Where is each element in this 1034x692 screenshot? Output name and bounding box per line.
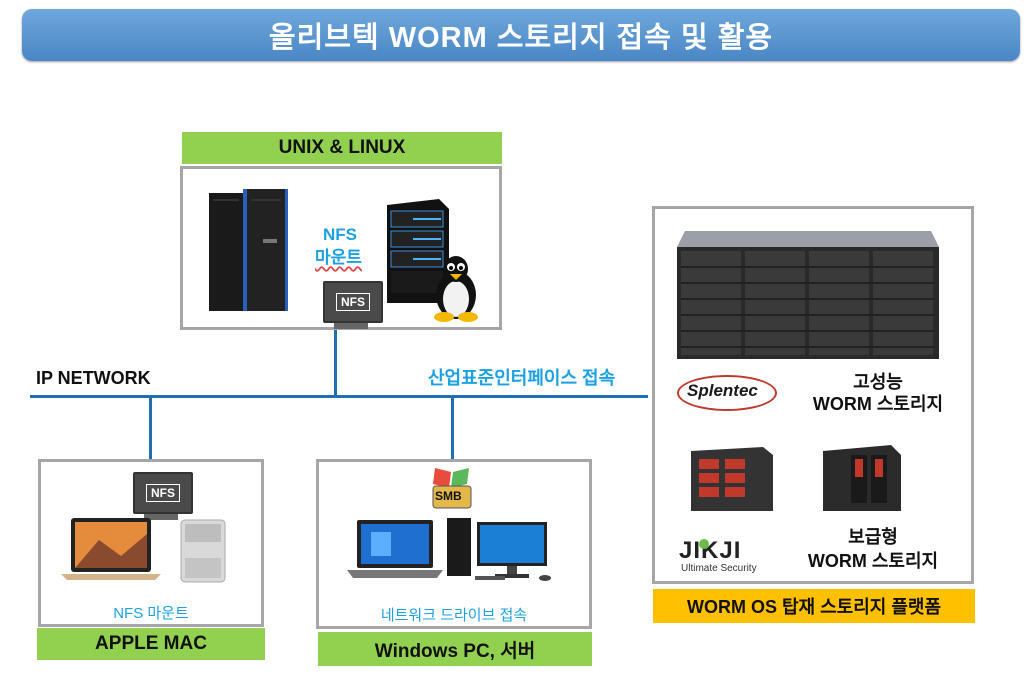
high-performance-line1: 고성능 (853, 372, 903, 392)
mac-connector-line (149, 396, 152, 459)
mac-nfs-monitor-icon: NFS (133, 472, 193, 520)
splentec-logo-icon (677, 375, 777, 411)
high-performance-storage-icon (677, 231, 939, 359)
unix-mount-text: 마운트 (315, 248, 362, 267)
apple-mac-panel: NFS NFS 마운트 (38, 459, 264, 627)
desktop-pc-icon (447, 518, 551, 581)
high-performance-worm-text: 고성능 WORM 스토리지 (789, 371, 967, 415)
macbook-icon (61, 518, 161, 580)
apple-mac-label: APPLE MAC (37, 628, 265, 660)
windows-caption: 네트워크 드라이브 접속 (380, 607, 528, 624)
mainframe-server-icon (209, 189, 288, 311)
windows-label: Windows PC, 서버 (318, 632, 592, 666)
linux-penguin-icon (434, 256, 478, 322)
mac-caption: NFS 마운트 (113, 605, 189, 622)
basic-line1: 보급형 (848, 527, 898, 547)
unix-linux-label: UNIX & LINUX (182, 132, 502, 164)
windows-panel: SMB 네트워크 드라이브 접속 (316, 459, 592, 629)
ip-network-label: IP NETWORK (36, 368, 151, 388)
mac-pro-icon (180, 519, 226, 583)
ip-network-line (30, 395, 648, 398)
unix-linux-panel: NFS 마운트 NFS (180, 166, 502, 330)
page-title: 올리브텍 WORM 스토리지 접속 및 활용 (22, 9, 1020, 61)
unix-connector-line (334, 330, 337, 396)
nfs-badge: NFS (146, 484, 180, 502)
windows-connector-line (451, 396, 454, 459)
jikji-lock-icon (699, 539, 709, 549)
nfs-badge: NFS (336, 293, 370, 311)
worm-platform-label: WORM OS 탑재 스토리지 플랫폼 (653, 589, 975, 623)
smb-network-icon (432, 468, 472, 509)
tower-server-icon (387, 199, 449, 303)
interface-label: 산업표준인터페이스 접속 (428, 368, 616, 388)
worm-storage-panel: Splentec 고성능 WORM 스토리지 JIKJI Ultimate Se… (652, 206, 974, 584)
smb-badge: SMB (435, 489, 462, 503)
two-bay-storage-icon (823, 445, 901, 511)
unix-nfs-text: NFS (323, 225, 357, 244)
unix-nfs-monitor-icon: NFS (323, 281, 383, 329)
windows-laptop-icon (347, 520, 443, 578)
basic-worm-text: 보급형 WORM 스토리지 (783, 525, 963, 573)
jikji-tagline: Ultimate Security (681, 563, 757, 574)
splentec-logo-text: Splentec (687, 381, 758, 400)
basic-storage-enclosure-icon (691, 447, 773, 511)
high-performance-line2: WORM 스토리지 (812, 394, 944, 414)
basic-line2: WORM 스토리지 (807, 551, 939, 571)
jikji-logo-text: JIKJI (679, 537, 742, 564)
